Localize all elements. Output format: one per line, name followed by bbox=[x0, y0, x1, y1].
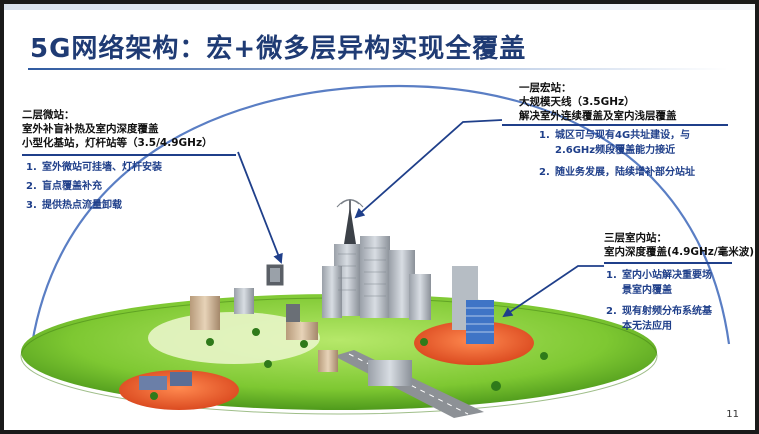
tower-building-4 bbox=[322, 266, 342, 318]
indoor-building-2 bbox=[466, 300, 494, 344]
macro-item: 1.城区可与现有4G共址建设，与 bbox=[539, 130, 691, 141]
house-1 bbox=[318, 350, 338, 372]
indoor-divider bbox=[604, 262, 732, 264]
tower-building-5 bbox=[409, 274, 431, 320]
macro-site bbox=[322, 199, 431, 320]
macro-item: 2.随业务发展，陆续增补部分站址 bbox=[539, 167, 695, 178]
macro-list: 1.城区可与现有4G共址建设，与 2.6GHz频段覆盖能力接近 2.随业务发展，… bbox=[539, 128, 695, 180]
page-number: 11 bbox=[726, 409, 739, 420]
indoor-item: 2.现有射频分布系统基 bbox=[606, 306, 712, 317]
macro-item: 2.6GHz频段覆盖能力接近 bbox=[555, 145, 676, 156]
indoor-item: 景室内覆盖 bbox=[622, 285, 672, 296]
indoor-item: 1.室内小站解决重要场 bbox=[606, 270, 712, 281]
macro-block: 一层宏站： 大规模天线（3.5GHz） 解决室外连续覆盖及室内浅层覆盖 bbox=[519, 81, 677, 123]
macro-line2: 解决室外连续覆盖及室内浅层覆盖 bbox=[519, 110, 677, 122]
micro-line2: 小型化基站，灯杆站等（3.5/4.9GHz） bbox=[22, 137, 213, 149]
macro-divider bbox=[502, 124, 728, 126]
micro-item: 3.提供热点流量卸载 bbox=[26, 200, 122, 211]
tower-building-2 bbox=[360, 236, 390, 318]
trees bbox=[150, 328, 548, 400]
top-band bbox=[4, 4, 755, 10]
macro-tower bbox=[344, 206, 356, 244]
indoor-list: 1.室内小站解决重要场 景室内覆盖 2.现有射频分布系统基 本无法应用 bbox=[606, 268, 712, 334]
title-underline bbox=[28, 68, 728, 70]
warehouse bbox=[368, 360, 412, 386]
indoor-line1: 室内深度覆盖(4.9GHz/毫米波) bbox=[604, 246, 755, 258]
micro-building-1 bbox=[190, 296, 220, 330]
macro-leader-line bbox=[354, 119, 503, 219]
micro-item: 2.盲点覆盖补充 bbox=[26, 181, 102, 192]
micro-divider bbox=[22, 154, 236, 156]
micro-heading: 二层微站： bbox=[22, 109, 75, 121]
micro-line1: 室外补盲补热及室内深度覆盖 bbox=[22, 123, 159, 135]
indoor-site bbox=[452, 266, 494, 344]
micro-building-2 bbox=[234, 288, 254, 314]
signal-waves bbox=[336, 199, 364, 208]
coverage-dome bbox=[30, 84, 731, 345]
indoor-item: 本无法应用 bbox=[622, 321, 672, 332]
micro-unit-2 bbox=[286, 304, 300, 322]
micro-item: 1.室外微站可挂墙、灯杆安装 bbox=[26, 162, 162, 173]
house-2 bbox=[139, 376, 167, 390]
indoor-leader-line bbox=[502, 265, 604, 318]
network-scene bbox=[20, 84, 731, 418]
micro-list: 1.室外微站可挂墙、灯杆安装 2.盲点覆盖补充 3.提供热点流量卸载 bbox=[26, 158, 162, 215]
indoor-heading: 三层室内站： bbox=[604, 232, 667, 244]
macro-heading: 一层宏站： bbox=[519, 82, 572, 94]
micro-leader-line bbox=[237, 151, 283, 264]
page-title: 5G网络架构：宏+微多层异构实现全覆盖 bbox=[30, 34, 527, 64]
macro-line1: 大规模天线（3.5GHz） bbox=[519, 96, 635, 108]
micro-site bbox=[190, 263, 318, 340]
micro-block: 二层微站： 室外补盲补热及室内深度覆盖 小型化基站，灯杆站等（3.5/4.9GH… bbox=[22, 108, 213, 150]
house-3 bbox=[170, 372, 192, 386]
micro-building-3 bbox=[286, 322, 318, 340]
indoor-block: 三层室内站： 室内深度覆盖(4.9GHz/毫米波) bbox=[604, 231, 754, 259]
